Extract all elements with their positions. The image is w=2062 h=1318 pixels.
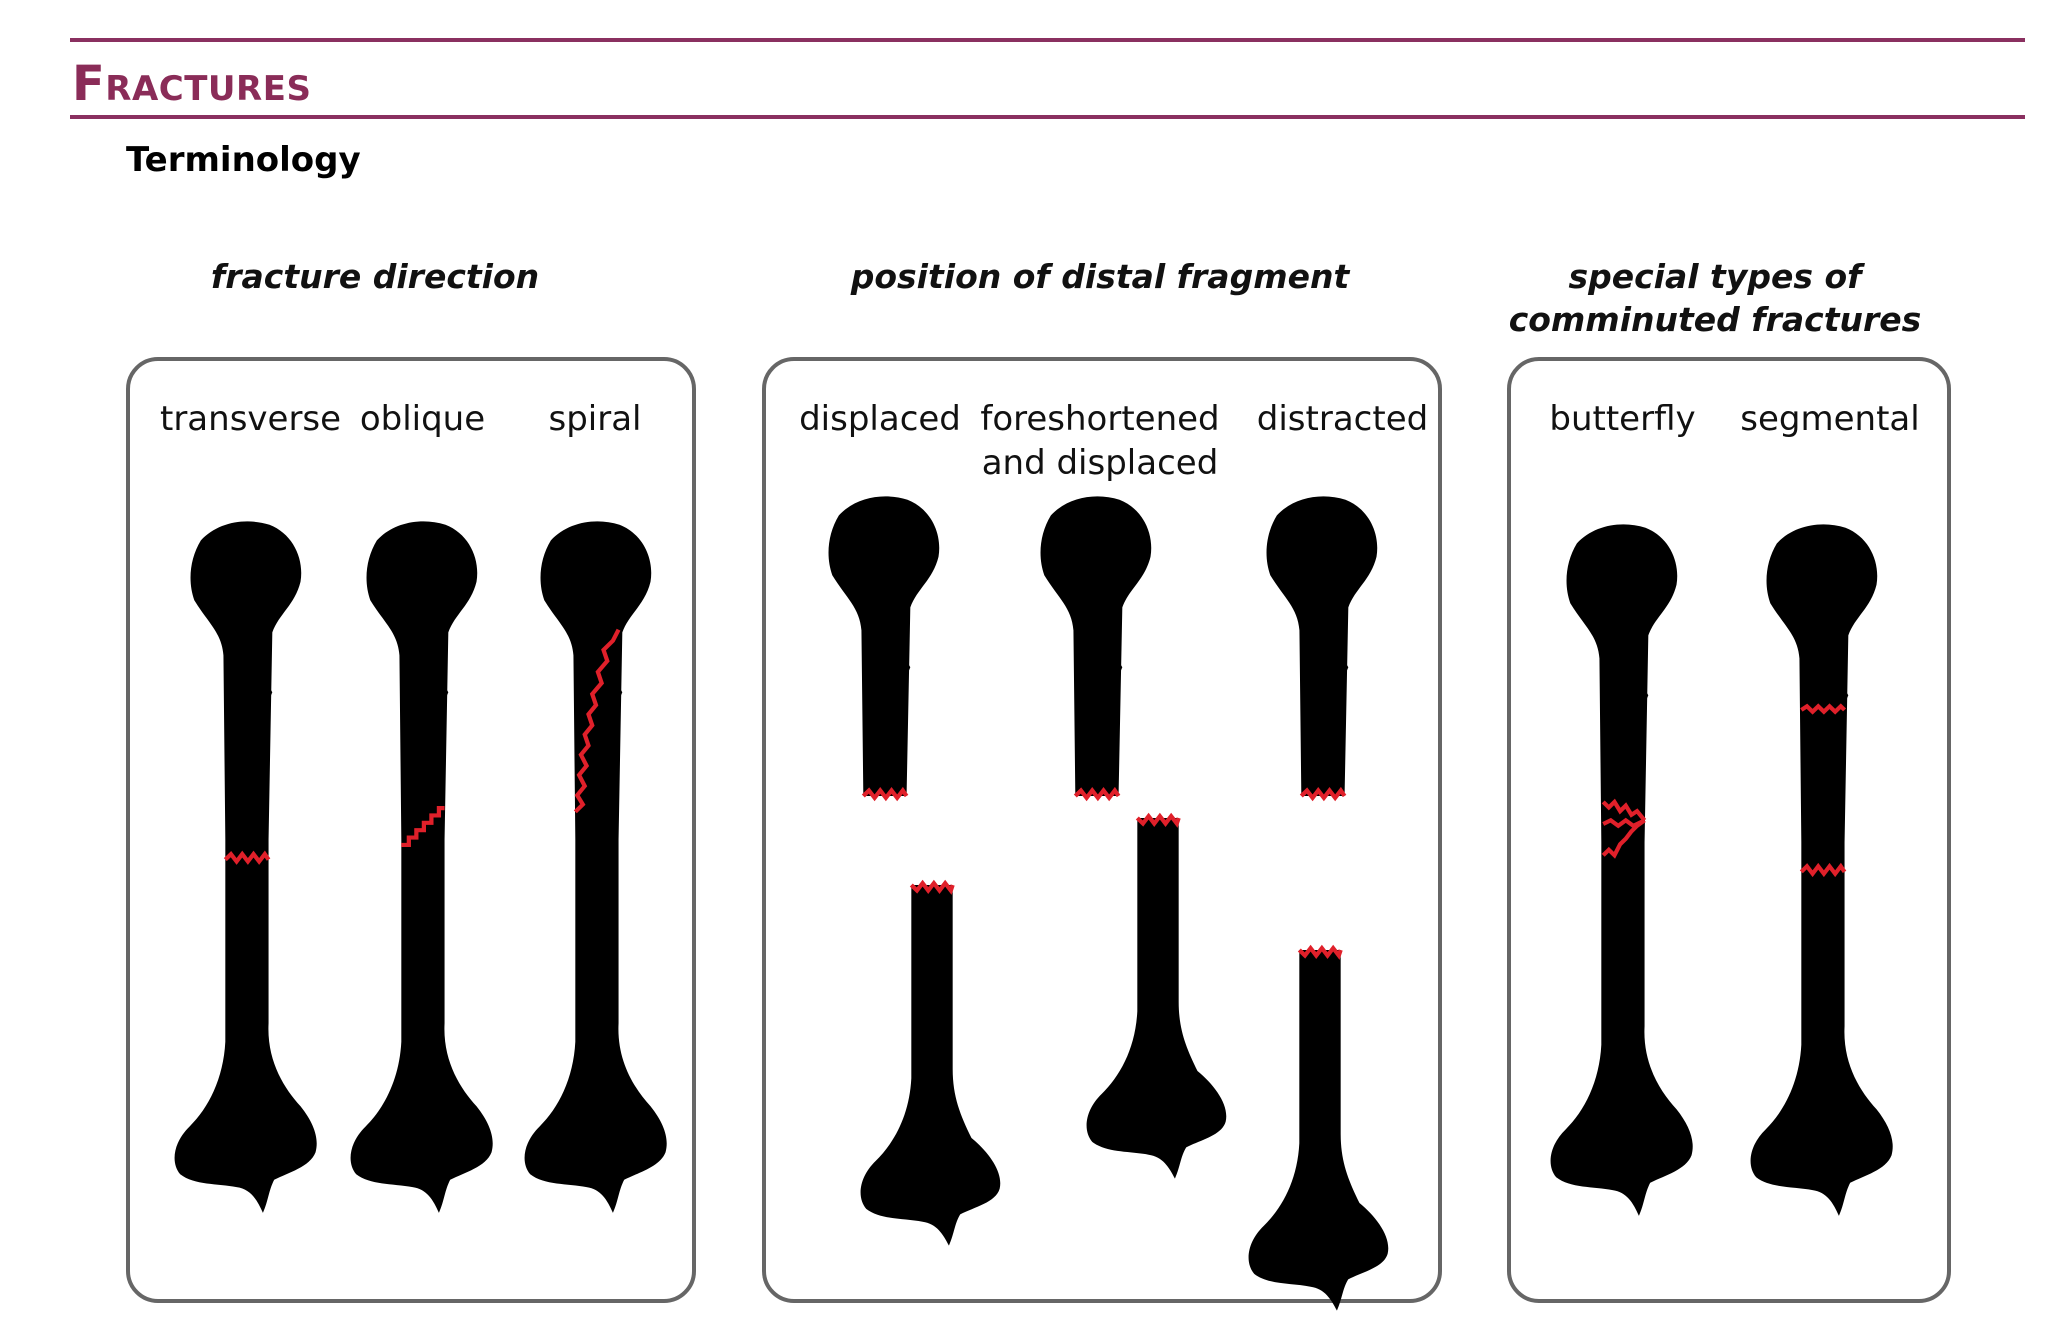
page-title: Fractures — [72, 56, 312, 112]
group-heading-fracture-direction: fracture direction — [210, 257, 540, 296]
label-oblique: oblique — [359, 399, 486, 439]
top-rule — [70, 38, 2025, 42]
label-displaced: displaced — [799, 399, 961, 439]
bone-oblique — [350, 521, 493, 1213]
label-distracted: distracted — [1256, 399, 1429, 439]
group-heading-distal-fragment: position of distal fragment — [850, 257, 1350, 296]
bone-butterfly — [1550, 524, 1693, 1216]
bone-segmental — [1750, 524, 1893, 1216]
title-underline — [70, 115, 2025, 119]
label-segmental: segmental — [1740, 399, 1920, 439]
bone-displaced — [828, 496, 1001, 1246]
bone-transverse — [174, 521, 317, 1213]
section-subtitle: Terminology — [126, 140, 361, 180]
bone-foreshortened — [1040, 496, 1227, 1179]
group-heading-comminuted: special types of comminuted fractures — [1508, 257, 1922, 339]
bone-spiral — [524, 521, 667, 1213]
label-transverse: transverse — [160, 399, 342, 439]
bone-distracted — [1248, 496, 1389, 1311]
label-butterfly: butterfly — [1549, 399, 1696, 439]
label-spiral: spiral — [548, 399, 642, 439]
label-foreshortened-and-displaced: foreshortened and displaced — [980, 399, 1220, 483]
